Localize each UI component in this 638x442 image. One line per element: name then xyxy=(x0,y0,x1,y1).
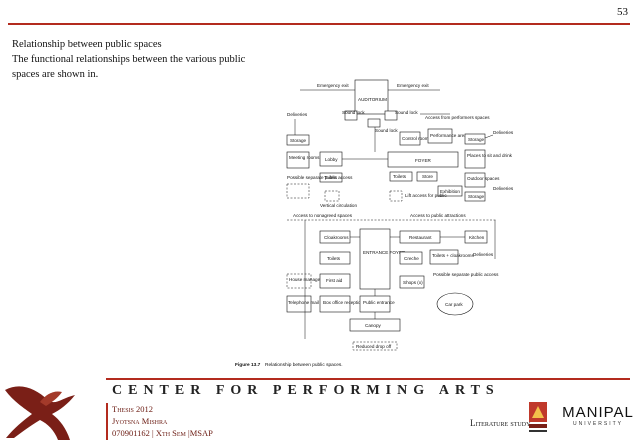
footer-id: 070901162 | Xth Sem |MSAP xyxy=(112,427,213,439)
label-possible-separate-2: Possible separate public access xyxy=(433,272,499,277)
figure-caption-number: Figure 13.7 xyxy=(235,362,261,368)
label-access-public-attr: Access to public attractions xyxy=(410,213,466,218)
footer-title: CENTER FOR PERFORMING ARTS xyxy=(112,383,500,399)
label-deliveries-right2: Deliveries xyxy=(493,186,514,191)
diagram-svg: Emergency exit Emergency exit AUDITORIUM… xyxy=(225,74,525,374)
label-entrance-foyer: ENTRANCE FOYER xyxy=(363,250,406,255)
university-name: MANIPAL xyxy=(562,404,634,421)
label-house-manager: House manager xyxy=(289,277,322,282)
label-toilets-cloakrooms: Toilets + cloakrooms xyxy=(432,253,474,258)
label-auditorium: AUDITORIUM xyxy=(358,97,387,102)
label-emergency-exit-left: Emergency exit xyxy=(317,83,349,88)
lift-access-box xyxy=(390,191,402,201)
label-shops: Shops (x) xyxy=(403,280,423,285)
label-emergency-exit-right: Emergency exit xyxy=(397,83,429,88)
university-subtitle: UNIVERSITY xyxy=(562,421,634,427)
vertical-circulation-box xyxy=(325,191,339,201)
manipal-crest-icon xyxy=(527,400,549,436)
entrance-foyer-box xyxy=(360,229,390,289)
intro-heading: Relationship between public spaces xyxy=(12,37,262,52)
label-lobby: Lobby xyxy=(325,157,338,162)
footer-author: Jyotsna Mishra xyxy=(112,415,213,427)
label-box-office: Box office reception xyxy=(323,300,364,305)
label-storage-right: Storage xyxy=(468,137,485,142)
university-logo: MANIPAL UNIVERSITY xyxy=(562,404,634,434)
label-storage-left: Storage xyxy=(290,138,307,143)
label-store: Store xyxy=(422,174,433,179)
label-restaurant: Restaurant xyxy=(409,235,432,240)
footer-thesis: Thesis 2012 xyxy=(112,403,213,415)
label-creche: Creche xyxy=(404,256,419,261)
label-sound-lock-1: Sound lock xyxy=(342,110,365,115)
bottom-rule xyxy=(106,378,630,380)
relationship-diagram: Emergency exit Emergency exit AUDITORIUM… xyxy=(225,74,525,374)
label-access-nonagreed: Access to nonagreed spaces xyxy=(293,213,353,218)
label-meeting-rooms: Meeting rooms xyxy=(289,155,320,160)
label-canopy: Canopy xyxy=(365,323,382,328)
label-toilets-mid: Toilets xyxy=(393,174,407,179)
label-foyer: FOYER xyxy=(415,158,432,163)
footer-vertical-bar xyxy=(106,403,108,440)
label-deliveries-lower: Deliveries xyxy=(473,252,494,257)
label-public-entrance: Public entrance xyxy=(363,300,395,305)
label-storage-right2: Storage xyxy=(468,194,485,199)
label-dropoff: Reduced drop off xyxy=(356,344,392,349)
label-access-performers: Access from performers spaces xyxy=(425,115,490,120)
label-kitchen: Kitchen xyxy=(469,235,485,240)
label-toilets-lower: Toilets xyxy=(327,256,341,261)
label-outdoor-spaces: Outdoor spaces xyxy=(467,176,500,181)
footer-section: Literature study xyxy=(470,418,530,428)
top-rule xyxy=(8,23,630,25)
label-control-room: Control room xyxy=(402,136,429,141)
footer-meta: Thesis 2012 Jyotsna Mishra 070901162 | X… xyxy=(112,403,213,439)
label-vertical-circulation: Vertical circulation xyxy=(320,203,357,208)
label-places-sit: Places to sit and drink xyxy=(467,153,513,158)
sound-lock-center-box xyxy=(368,119,380,127)
label-sound-lock-3: Sound lock xyxy=(375,128,398,133)
possible-separate-box xyxy=(287,184,309,198)
label-deliveries-right: Deliveries xyxy=(493,130,514,135)
page-number: 53 xyxy=(617,6,628,18)
label-sound-lock-2: Sound lock xyxy=(395,110,418,115)
label-possible-separate: Possible separate public access xyxy=(287,175,353,180)
deliveries-right-line xyxy=(485,135,493,138)
label-lift-access: Lift access for public xyxy=(405,193,447,198)
dancer-logo xyxy=(0,380,104,442)
label-deliveries-left: Deliveries xyxy=(287,112,308,117)
label-first-aid: First aid xyxy=(326,278,343,283)
label-performance-area: Performance area xyxy=(430,133,467,138)
label-cloakrooms: Cloakrooms xyxy=(324,235,349,240)
figure-caption-text: Relationship between public spaces. xyxy=(265,362,343,368)
label-car-park: Car park xyxy=(445,302,463,307)
